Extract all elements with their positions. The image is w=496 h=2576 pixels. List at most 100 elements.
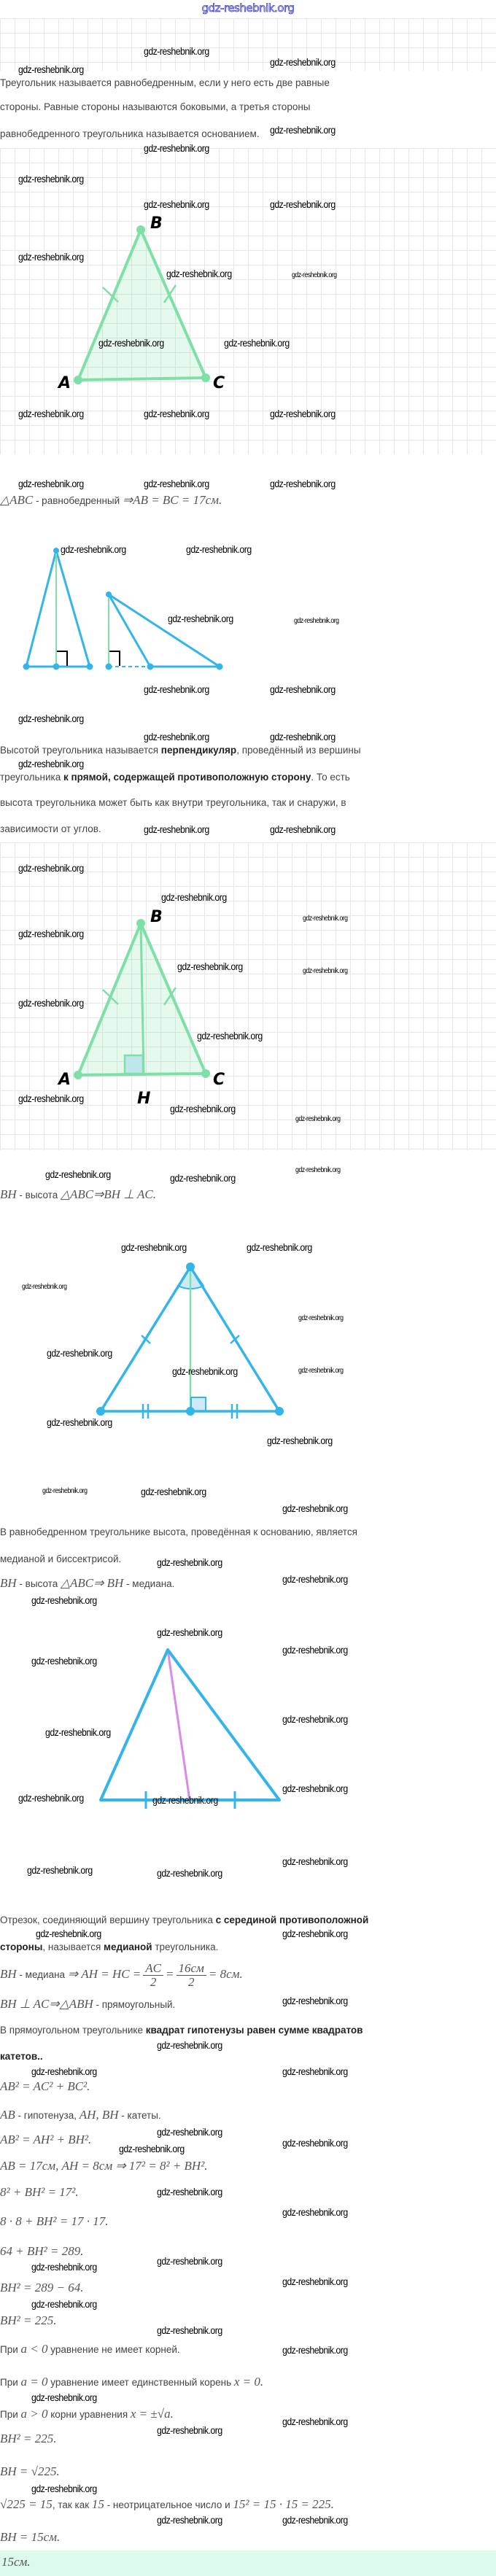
solution-step: 8 · 8 + BH² = 17 · 17.	[0, 2214, 109, 2228]
watermark-text: gdz-reshebnik.org	[270, 823, 336, 835]
altitude-median-bisector-figure	[96, 1262, 284, 1419]
watermark-text: gdz-reshebnik.org	[18, 408, 84, 419]
watermark-text: gdz-reshebnik.org	[18, 1792, 84, 1804]
median-figure	[99, 1648, 281, 1809]
watermark-text: gdz-reshebnik.org	[121, 1241, 187, 1253]
watermark-text: gdz-reshebnik.org	[298, 1314, 344, 1322]
watermark-text: gdz-reshebnik.org	[303, 967, 348, 975]
equation-line: △ABC - равнобедренный ⇒AB = BC = 17см.	[0, 493, 222, 508]
rule-line: При a < 0 уравнение не имеет корней.	[0, 2342, 180, 2356]
point	[86, 663, 93, 670]
watermark-text: gdz-reshebnik.org	[18, 63, 84, 75]
equation-line: BH - высота △ABC⇒BH ⊥ AC.	[0, 1187, 157, 1201]
point	[275, 1407, 284, 1416]
watermark-text: gdz-reshebnik.org	[282, 1928, 348, 1939]
isosceles-triangle-figure: B A C	[57, 214, 225, 392]
answer-value: 15см.	[1, 2555, 31, 2569]
watermark-text: gdz-reshebnik.org	[294, 617, 339, 625]
solution-step: √225 = 15, так как 15 - неотрицательное …	[0, 2497, 334, 2511]
solution-step: 64 + BH² = 289.	[0, 2244, 84, 2258]
vertex-point	[136, 919, 145, 928]
watermark-text: gdz-reshebnik.org	[282, 2206, 348, 2218]
point	[23, 663, 30, 670]
definition-line: стороны, называется медианой треугольник…	[0, 1941, 219, 1952]
watermark-text: gdz-reshebnik.org	[31, 1594, 97, 1606]
watermark-text: gdz-reshebnik.org	[144, 478, 209, 489]
watermark-text: gdz-reshebnik.org	[177, 961, 243, 972]
point	[105, 663, 112, 670]
watermark-text: gdz-reshebnik.org	[98, 337, 164, 349]
vertex-point	[136, 225, 145, 234]
vertex-label-a: A	[57, 1071, 71, 1089]
math: ⇒AB = BC = 17см.	[122, 493, 222, 507]
point	[53, 548, 59, 554]
vertex-label-a: A	[57, 374, 71, 392]
watermark-text: gdz-reshebnik.org	[270, 731, 336, 742]
watermark-text: gdz-reshebnik.org	[303, 915, 348, 923]
watermark-text: gdz-reshebnik.org	[270, 56, 336, 68]
watermark-text: gdz-reshebnik.org	[270, 408, 336, 419]
right-angle-mark	[123, 1054, 144, 1075]
watermark-text: gdz-reshebnik.org	[224, 337, 290, 349]
definition-line: Высотой треугольника называется перпенди…	[0, 745, 361, 756]
watermark-text: gdz-reshebnik.org	[31, 2261, 97, 2273]
watermark-text: gdz-reshebnik.org	[157, 1626, 222, 1638]
watermark-text: gdz-reshebnik.org	[31, 2483, 97, 2494]
watermark-text: gdz-reshebnik.org	[172, 1365, 238, 1377]
watermark-text: gdz-reshebnik.org	[282, 2416, 348, 2427]
solution-step: BH² = 225.	[0, 2432, 57, 2445]
tick-mark	[230, 1335, 240, 1344]
tick-mark	[141, 1335, 151, 1344]
equation-line: BH - высота △ABC⇒ BH - медиана.	[0, 1576, 175, 1590]
watermark-text: gdz-reshebnik.org	[282, 1713, 348, 1725]
watermark-text: gdz-reshebnik.org	[144, 823, 209, 835]
watermark-text: gdz-reshebnik.org	[270, 478, 336, 489]
definition-line: Треугольник называется равнобедренным, е…	[0, 77, 330, 88]
solution-step: BH = √225.	[0, 2464, 60, 2478]
watermark-text: gdz-reshebnik.org	[295, 1166, 341, 1174]
solution-step: BH² = 225.	[0, 2313, 57, 2327]
watermark-text: gdz-reshebnik.org	[144, 408, 209, 419]
watermark-text: gdz-reshebnik.org	[61, 543, 126, 555]
vertex-point	[201, 373, 210, 382]
watermark-text: gdz-reshebnik.org	[45, 1726, 111, 1738]
solution-step: BH = 15см.	[0, 2530, 61, 2544]
watermark-text: gdz-reshebnik.org	[18, 758, 84, 769]
answer-box: 15см.	[0, 2550, 496, 2576]
theorem-line: В равнобедренном треугольнике высота, пр…	[0, 1526, 357, 1537]
vertex-point	[201, 1069, 210, 1078]
right-angle-mark	[57, 651, 68, 666]
watermark-text: gdz-reshebnik.org	[292, 271, 337, 279]
watermark-text: gdz-reshebnik.org	[36, 1928, 101, 1939]
point	[96, 1407, 105, 1416]
definition-line: высота треугольника может быть как внутр…	[0, 797, 346, 808]
watermark-text: gdz-reshebnik.org	[282, 1995, 348, 2006]
watermark-text: gdz-reshebnik.org	[197, 1030, 263, 1041]
watermark-text: gdz-reshebnik.org	[161, 891, 227, 903]
watermark-text: gdz-reshebnik.org	[157, 2186, 222, 2197]
definition-line: равнобедренного треугольника называется …	[0, 128, 260, 139]
solution-step: AB² = AH² + BH².	[0, 2133, 92, 2146]
watermark-text: gdz-reshebnik.org	[45, 1168, 111, 1180]
watermark-text: gdz-reshebnik.org	[144, 731, 209, 742]
vertex-label-b: B	[150, 214, 163, 233]
vertex-label-c: C	[213, 1071, 225, 1089]
watermark-text: gdz-reshebnik.org	[157, 2255, 222, 2267]
watermark-text: gdz-reshebnik.org	[144, 45, 209, 57]
solution-step: AB - гипотенуза, AH, BH - катеты.	[0, 2108, 161, 2122]
double-tick-mark	[142, 1404, 239, 1419]
site-logo[interactable]: gdz-reshebnik.org	[201, 1, 295, 15]
altitude-bh	[139, 923, 145, 1075]
watermark-text: gdz-reshebnik.org	[47, 1347, 112, 1359]
watermark-text: gdz-reshebnik.org	[282, 1644, 348, 1656]
watermark-text: gdz-reshebnik.org	[282, 1782, 348, 1794]
tick-mark	[163, 284, 177, 303]
point	[216, 663, 223, 670]
watermark-text: gdz-reshebnik.org	[42, 1487, 88, 1495]
median-line	[166, 1649, 191, 1801]
watermark-text: gdz-reshebnik.org	[18, 478, 84, 489]
triangle-fill	[77, 228, 207, 381]
vertex-label-h: H	[137, 1090, 150, 1108]
